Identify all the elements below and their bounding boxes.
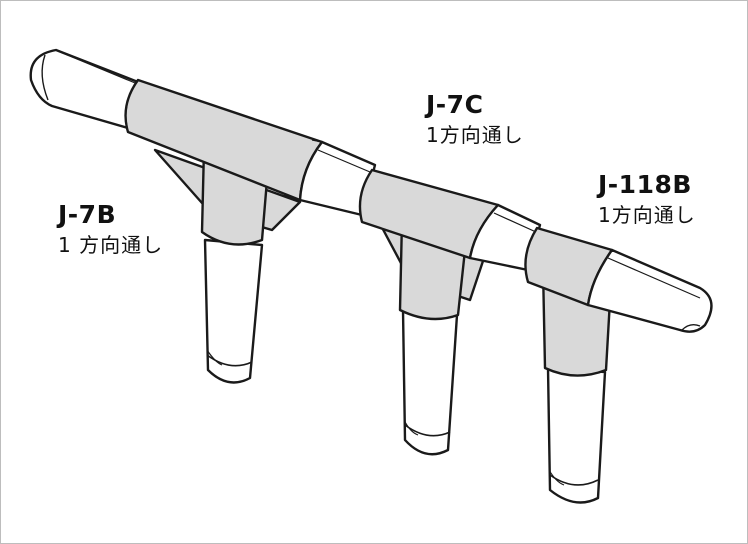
horizontal-pipe-segment-2: [468, 203, 542, 272]
label-j7c-code: J-7C: [426, 90, 484, 119]
label-j7b-code: J-7B: [58, 200, 117, 229]
horizontal-pipe-segment-1: [298, 140, 377, 217]
label-j7b-desc: 1 方向通し: [58, 233, 164, 257]
label-j7c-desc: 1方向通し: [426, 123, 524, 147]
horizontal-pipe-left-end: [29, 48, 141, 130]
label-j7c: J-7C 1方向通し: [426, 90, 524, 148]
horizontal-pipe-right-end: [586, 248, 713, 333]
fitting-j7b: [124, 78, 324, 384]
label-j118b: J-118B 1方向通し: [598, 170, 696, 228]
label-j118b-desc: 1方向通し: [598, 203, 696, 227]
fitting-j7c: [358, 168, 500, 456]
label-j118b-code: J-118B: [598, 170, 692, 199]
label-j7b: J-7B 1 方向通し: [58, 200, 163, 258]
